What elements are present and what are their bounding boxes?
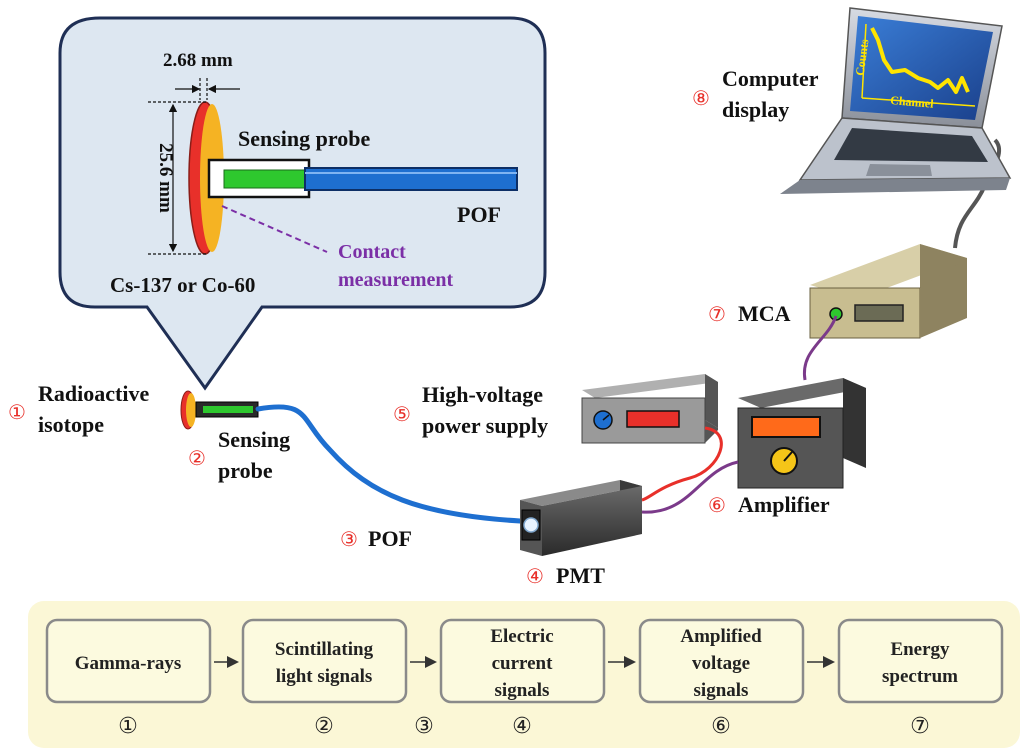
probe-label-line1: Sensing [218, 427, 290, 452]
callout-shape [58, 16, 547, 391]
flow-marker-3: ④ [512, 714, 532, 739]
dim-diameter-label: 25.6 mm [155, 143, 176, 213]
main-probe [195, 401, 259, 418]
isotope-label-line1: Radioactive [38, 381, 149, 406]
hv-cable [641, 426, 723, 502]
flow-box-1-line1: Gamma-rays [75, 653, 182, 674]
flow-box-2-line2: light signals [276, 666, 373, 687]
contact-pointer-line [221, 205, 328, 253]
pof-cable [255, 404, 523, 524]
amp-mca-cable [802, 315, 838, 381]
isotope-marker: ① [8, 400, 26, 424]
amplifier-device [737, 378, 866, 489]
computer-label-line2: display [722, 97, 789, 122]
flow-box-3-line3: signals [495, 680, 550, 701]
flow-box-5-line1: Energy [890, 639, 950, 660]
hv-power-supply-device [581, 374, 718, 444]
flow-marker-1: ① [118, 714, 138, 739]
flow-box-3: Electric current signals [439, 618, 606, 704]
isotope-label-line2: isotope [38, 412, 104, 437]
hv-label-line1: High-voltage [422, 382, 543, 407]
pmt-device [520, 480, 642, 556]
flow-box-2: Scintillating light signals [241, 618, 408, 704]
hv-marker: ⑤ [393, 402, 411, 426]
spectrum-curve [870, 27, 970, 94]
flow-box-4: Amplified voltage signals [638, 618, 805, 704]
mca-marker: ⑦ [708, 302, 726, 326]
pmt-marker: ④ [526, 564, 544, 588]
flow-marker-4: ⑥ [711, 714, 731, 739]
callout-source-label: Cs-137 or Co-60 [110, 273, 255, 297]
callout-bubble [58, 16, 547, 391]
hv-label-line2: power supply [422, 413, 548, 438]
callout-pof-label: POF [457, 202, 501, 227]
mca-label: MCA [738, 301, 791, 326]
screen-xlabel: Channel [890, 93, 935, 111]
flow-box-2-line1: Scintillating [275, 639, 374, 660]
flow-marker-5: ⑦ [910, 714, 930, 739]
dim-thickness-label: 2.68 mm [163, 50, 233, 71]
dimension-diameter [148, 101, 208, 255]
dimension-thickness [175, 78, 240, 100]
flow-box-1: Gamma-rays [45, 618, 212, 704]
flow-marker-2: ② [314, 714, 334, 739]
computer-marker: ⑧ [692, 86, 710, 110]
isotope-disk [180, 390, 196, 430]
flow-box-4-line1: Amplified [680, 626, 762, 647]
probe-marker: ② [188, 446, 206, 470]
flow-marker-between: ③ [414, 714, 434, 739]
flow-box-5: Energy spectrum [837, 618, 1004, 704]
pof-label: POF [368, 526, 412, 551]
amplifier-label: Amplifier [738, 492, 830, 517]
flow-box-4-line3: signals [694, 680, 749, 701]
callout-probe-label: Sensing probe [238, 126, 370, 151]
computer-label-line1: Computer [722, 66, 819, 91]
probe-label-line2: probe [218, 458, 273, 483]
flow-box-5-line2: spectrum [882, 666, 958, 687]
contact-line1: Contact [338, 241, 406, 263]
flow-box-3-line1: Electric [490, 626, 553, 647]
flow-box-3-line2: current [492, 653, 554, 674]
mca-device [809, 244, 967, 339]
amplifier-marker: ⑥ [708, 493, 726, 517]
pmt-label: PMT [556, 563, 605, 588]
callout-probe [207, 158, 518, 199]
contact-line2: measurement [338, 269, 453, 291]
flow-box-4-line2: voltage [692, 653, 750, 674]
laptop-device [780, 7, 1012, 194]
pmt-amp-cable [641, 460, 739, 514]
pof-marker: ③ [340, 527, 358, 551]
screen-ylabel: Counts [853, 38, 872, 77]
